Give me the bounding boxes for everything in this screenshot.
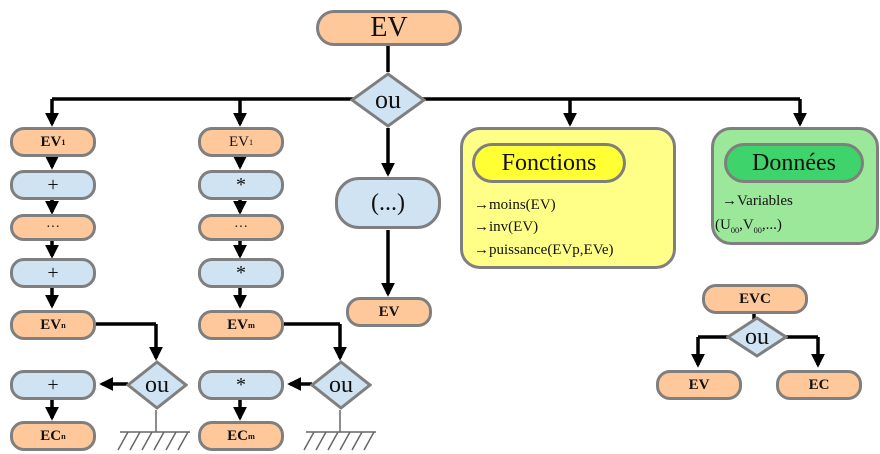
left-ellipsis-node: ··· <box>10 214 96 241</box>
paren-ev-node: EV <box>346 297 432 327</box>
donnees-item-variables: →Variables <box>722 193 793 209</box>
evc-or-diamond: ou <box>726 316 788 358</box>
fonctions-item-moins: →moins(EV) <box>474 197 556 213</box>
or-label: ou <box>375 85 401 114</box>
middle-star-node: * <box>198 170 284 200</box>
fonctions-title: Fonctions <box>472 143 626 183</box>
paren-node: (...) <box>335 177 441 229</box>
main-or-diamond: ou <box>350 72 426 128</box>
evc-ev-node: EV <box>656 370 742 400</box>
middle-or-diamond: ou <box>310 360 372 410</box>
donnees-item-vars: (U00,V00,...) <box>715 217 782 235</box>
evc-ec-node: EC <box>776 370 862 400</box>
evc-node: EVC <box>702 284 808 314</box>
donnees-title: Données <box>724 143 864 183</box>
fonctions-item-inv: →inv(EV) <box>474 219 539 235</box>
fonctions-item-puissance: →puissance(EVp,EVe) <box>474 242 614 258</box>
middle-star-node-2: * <box>198 258 284 288</box>
middle-star-node-3: * <box>198 370 284 400</box>
left-plus-node: + <box>10 170 96 200</box>
middle-ellipsis-node: ··· <box>198 214 284 241</box>
left-plus-node-2: + <box>10 258 96 288</box>
left-plus-node-3: + <box>10 370 96 400</box>
root-ev-node: EV <box>316 10 462 46</box>
left-or-diamond: ou <box>126 360 188 410</box>
